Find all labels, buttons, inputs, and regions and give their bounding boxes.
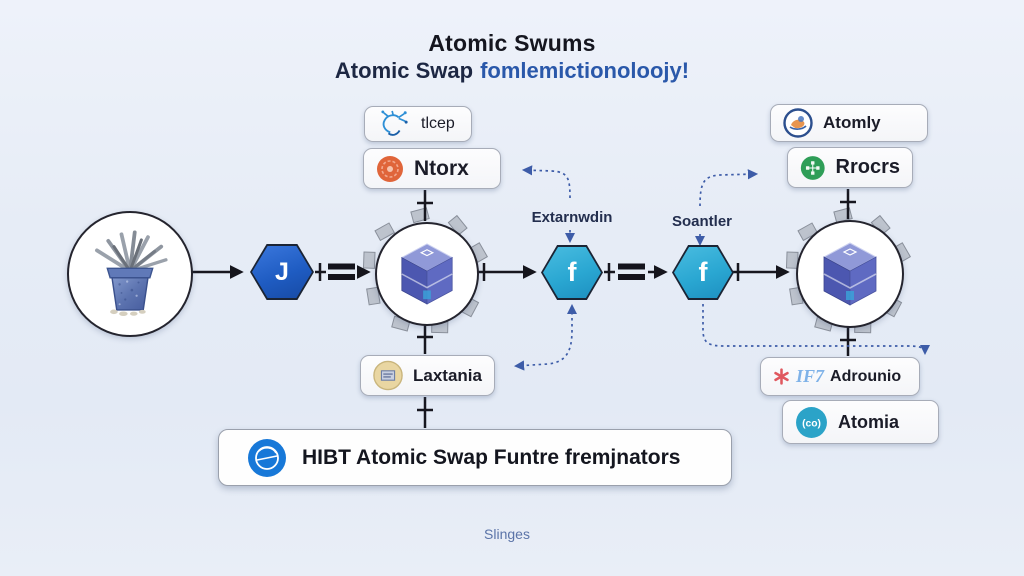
hexagon-j-label: J [275,257,289,286]
equals-bar [618,263,645,270]
gear-teeth-group [362,207,912,334]
subtitle-blue-part: fomlemictionoloojy! [480,58,690,83]
node-box-laxtania: Laxtania [360,355,495,396]
node-box-tlcep: tlcep [364,106,472,142]
node-box-atomly: Atomly [770,104,928,142]
dashed-arrow-extarnwdin-to-ntorx [521,165,571,199]
globe-icon [248,438,286,477]
teal-handshake-icon: (co) [796,406,827,438]
bottom-banner: HIBT Atomic Swap Funtre fremjnators [218,429,732,486]
cube-icon [822,242,878,306]
node-box-if7-adrounio: IF7 Adrounio [760,357,920,396]
node-box-rrocrs: Rrocrs [787,147,913,188]
atomly-label: Atomly [823,113,881,132]
rrocrs-label: Rrocrs [835,156,900,178]
hexagon-f1-label: f [567,257,577,287]
adrounio-label: Adrounio [830,367,902,385]
gear-tooth [410,207,430,224]
float-label-soantler: Soantler [671,213,732,230]
equals-bar [618,274,645,280]
potted-plant-icon [95,230,168,316]
ring-art-icon [783,108,813,138]
dashed-arrow-hexf1-laxtania [513,303,578,371]
tan-document-icon [373,360,403,391]
node-box-ntorx: Ntorx [363,148,501,189]
atomia-label: Atomia [838,411,900,432]
red-asterisk-icon [774,368,789,385]
ntorx-label: Ntorx [414,156,469,180]
node-box-atomia: (co) Atomia [782,400,939,444]
banner-label: HIBT Atomic Swap Funtre fremjnators [302,445,681,469]
tlcep-label: tlcep [421,115,455,132]
orange-badge-icon [377,155,403,182]
network-scribble-icon [381,110,408,136]
process-node-left [375,222,479,326]
gear-tooth [374,222,396,242]
hexagon-f2-label: f [698,257,708,287]
green-badge-icon [800,155,825,180]
float-label-extarnwdin: Extarnwdin [531,209,613,226]
subtitle-dark-part: Atomic Swap [334,58,474,83]
laxtania-label: Laxtania [413,365,482,385]
if7-prefix: IF7 [796,366,825,386]
cube-icon [400,243,454,305]
gear-tooth [362,251,376,269]
equals-bar [328,274,355,280]
source-node-circle [67,211,193,337]
atomia-icon-glyph: (co) [802,418,821,429]
equals-bar [328,263,355,270]
dashed-arrow-soantler-to-rrocrs [699,169,759,207]
process-node-right [796,220,904,328]
footer-caption: Slinges [484,526,530,542]
page-title: Atomic Swums [428,30,596,56]
